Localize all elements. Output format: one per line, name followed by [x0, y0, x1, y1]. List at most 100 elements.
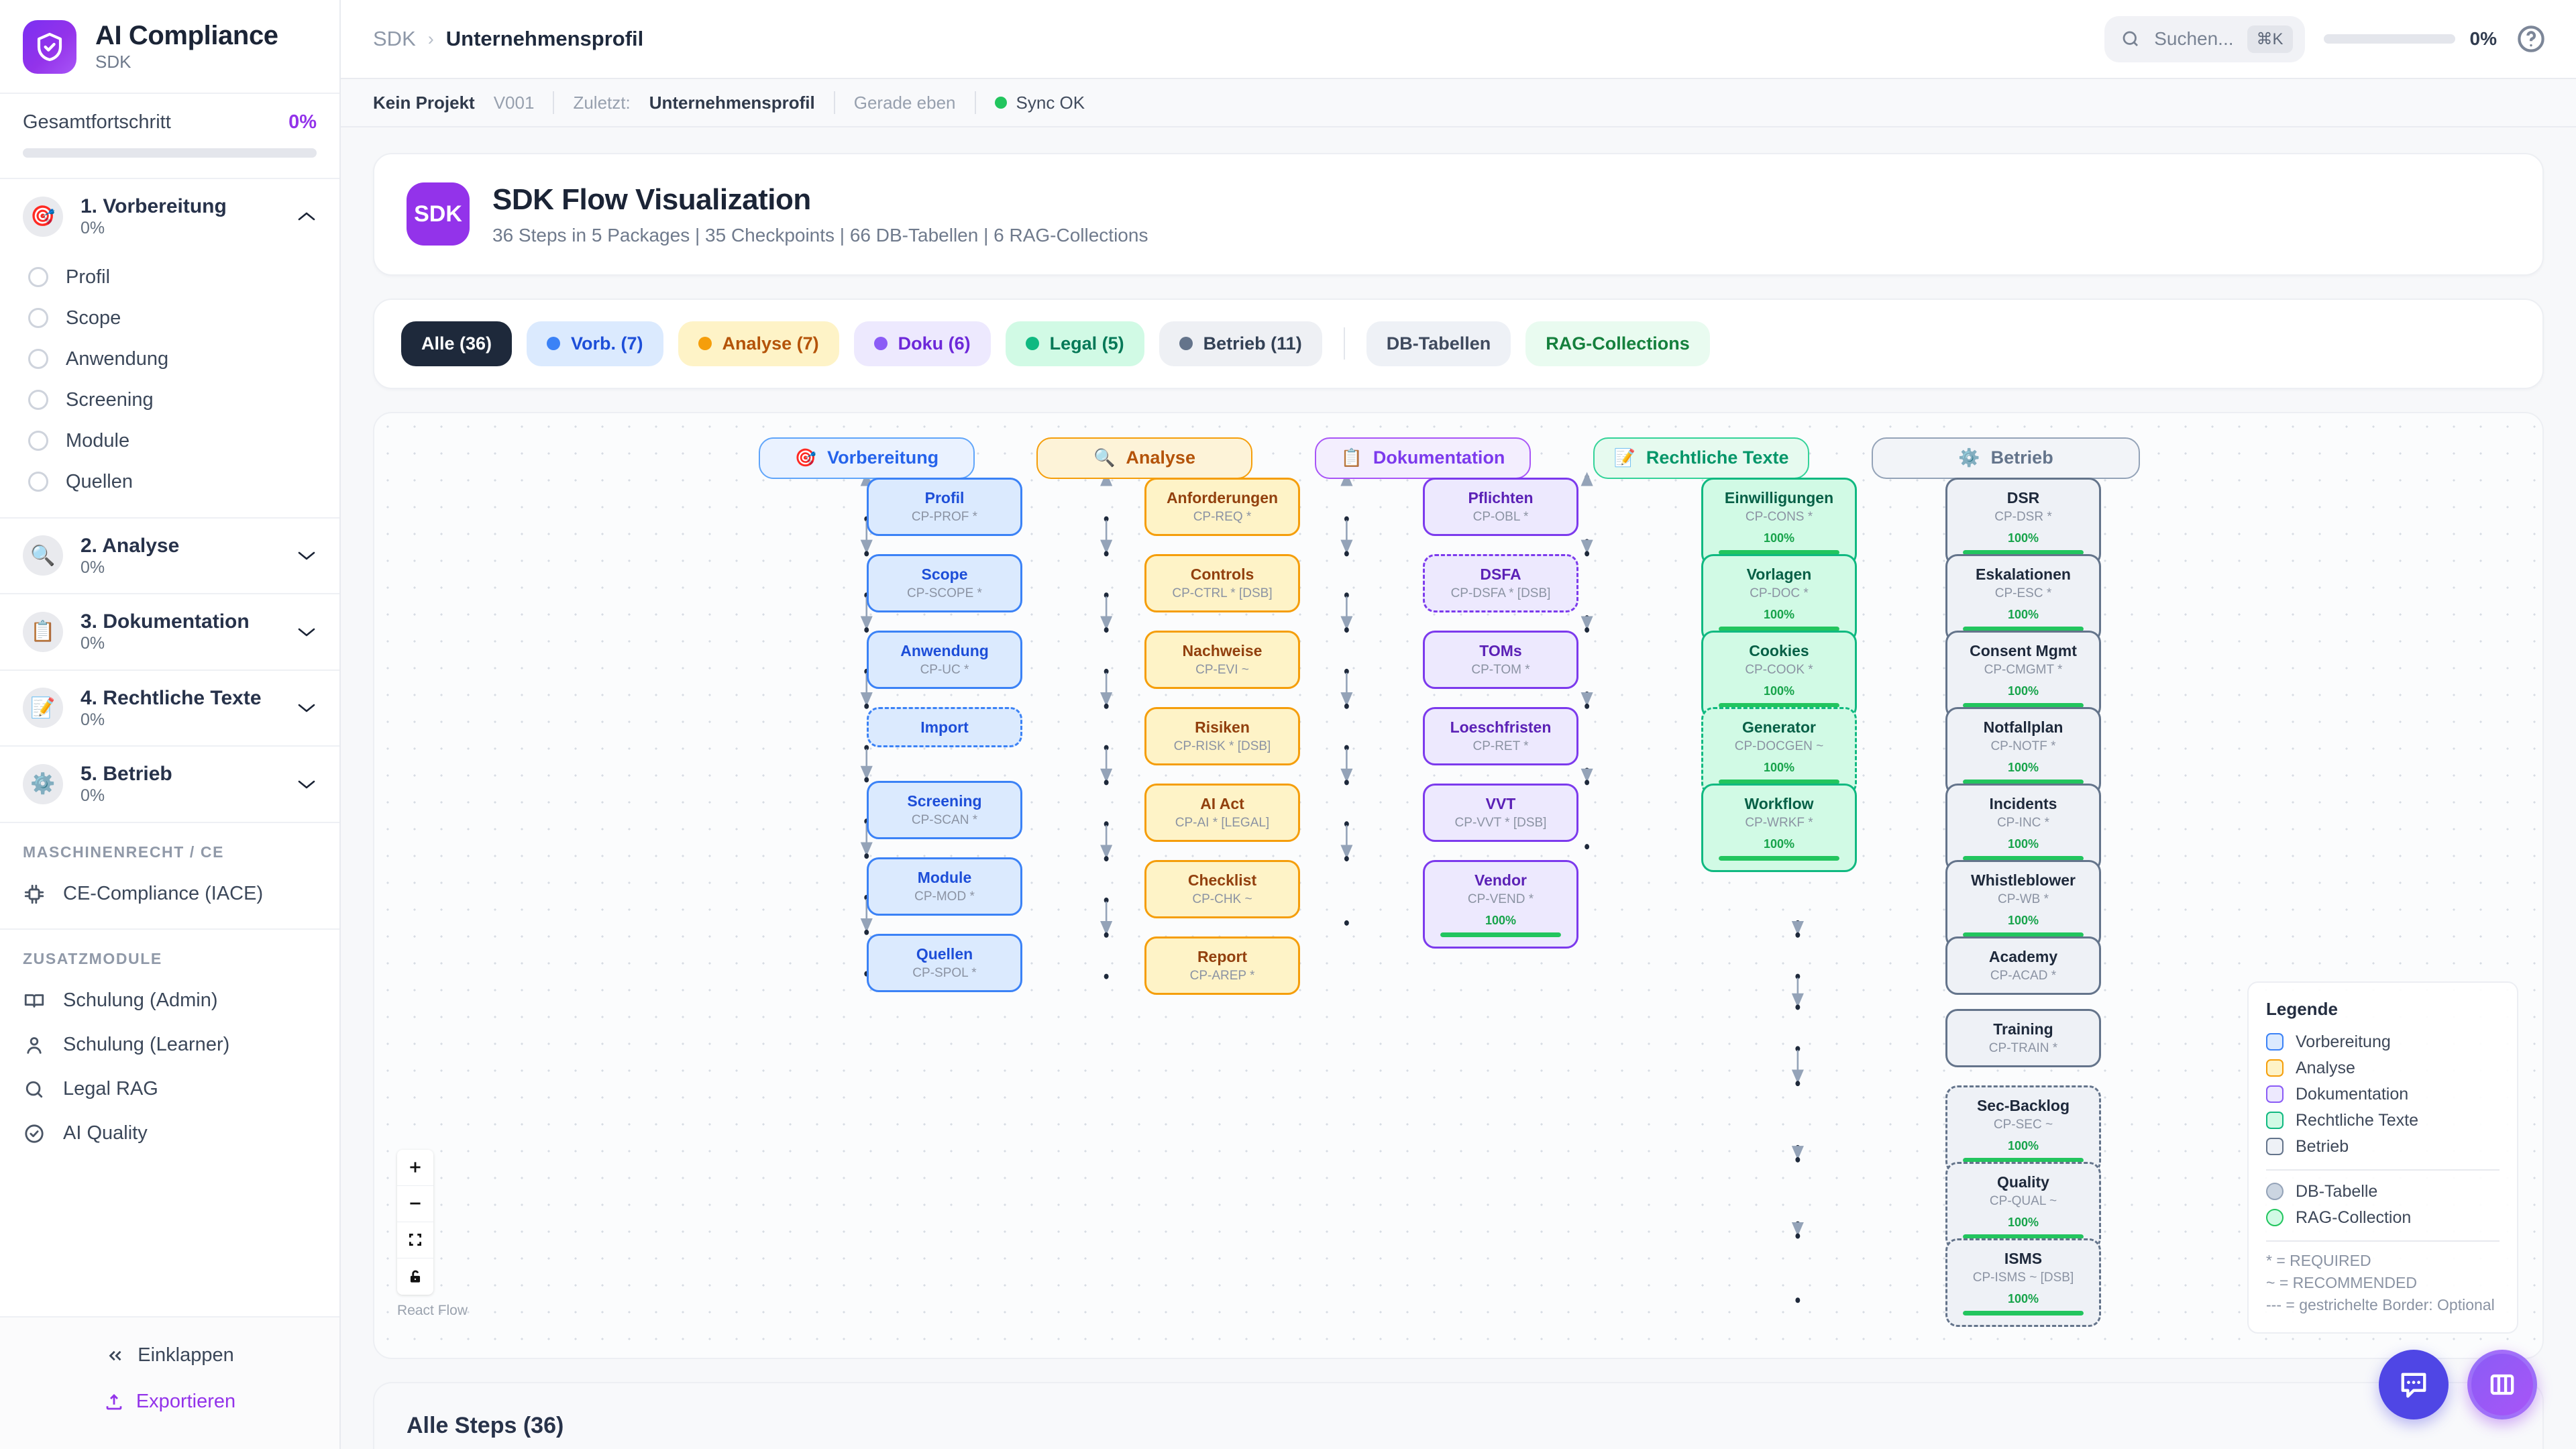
flow-group-g-betr[interactable]: ⚙️Betrieb: [1872, 437, 2140, 479]
node-code: CP-SEC ~: [1993, 1118, 2053, 1132]
sidebar-substep-quellen[interactable]: Quellen: [0, 462, 339, 502]
filter-chip-alle-36[interactable]: Alle (36): [401, 321, 513, 366]
substep-radio[interactable]: [28, 472, 48, 492]
sidebar-item-schulung-admin[interactable]: Schulung (Admin): [0, 979, 339, 1023]
sidebar-item-ai-quality[interactable]: AI Quality: [0, 1112, 339, 1156]
sidebar-substep-scope[interactable]: Scope: [0, 298, 339, 339]
flow-group-g-vorb[interactable]: 🎯Vorbereitung: [759, 437, 975, 479]
fit-view-button[interactable]: [397, 1222, 433, 1258]
substep-radio[interactable]: [28, 308, 48, 328]
substep-radio[interactable]: [28, 267, 48, 287]
breadcrumb-root[interactable]: SDK: [373, 27, 416, 50]
phase-emoji-icon: 🎯: [23, 196, 63, 237]
flow-group-g-doku[interactable]: 📋Dokumentation: [1315, 437, 1531, 479]
react-flow-attribution: React Flow: [397, 1302, 468, 1318]
search-input[interactable]: Suchen... ⌘K: [2104, 15, 2305, 62]
overall-progress-value: 0%: [288, 111, 317, 133]
filter-chip-betrieb-11[interactable]: Betrieb (11): [1159, 321, 1322, 366]
sidebar-item-schulung-learner[interactable]: Schulung (Learner): [0, 1023, 339, 1067]
export-button[interactable]: Exportieren: [0, 1379, 339, 1425]
lock-toggle-button[interactable]: [397, 1258, 433, 1295]
panel-fab[interactable]: [2467, 1350, 2537, 1419]
sidebar-item-legal-rag[interactable]: Legal RAG: [0, 1067, 339, 1112]
flow-group-g-ana[interactable]: 🔍Analyse: [1036, 437, 1252, 479]
substep-radio[interactable]: [28, 431, 48, 451]
chevron-down-icon[interactable]: [297, 626, 317, 638]
node-progress-bar: [1963, 703, 2084, 708]
node-progress-bar: [1963, 627, 2084, 632]
legend-title: Legende: [2266, 998, 2338, 1019]
flow-canvas[interactable]: 🎯Vorbereitung 🔍Analyse 📋Dokumentation 📝Rech…: [373, 411, 2544, 1359]
chevron-down-icon[interactable]: [297, 702, 317, 714]
node-code: CP-CTRL * [DSB]: [1172, 586, 1273, 601]
sidebar-item-ce-compliance-iace[interactable]: CE-Compliance (IACE): [0, 872, 339, 916]
sidebar: AI Compliance SDK Gesamtfortschritt 0% 🎯…: [0, 0, 341, 1449]
brand-header[interactable]: AI Compliance SDK: [0, 0, 339, 94]
filter-chip-db-tabellen[interactable]: DB-Tabellen: [1366, 321, 1511, 366]
legend-circle: [2266, 1209, 2284, 1227]
sidebar-substep-screening[interactable]: Screening: [0, 380, 339, 421]
collapse-sidebar-button[interactable]: Einklappen: [0, 1332, 339, 1379]
flow-node-import[interactable]: Import: [867, 706, 1022, 748]
filter-chip-vorb-7[interactable]: Vorb. (7): [527, 321, 663, 366]
substep-radio[interactable]: [28, 390, 48, 410]
sidebar-substep-anwendung[interactable]: Anwendung: [0, 339, 339, 380]
chevron-up-icon[interactable]: [297, 211, 317, 223]
substep-radio[interactable]: [28, 349, 48, 369]
flow-group-g-legal[interactable]: 📝Rechtliche Texte: [1593, 437, 1809, 479]
filter-chip-doku-6[interactable]: Doku (6): [853, 321, 991, 366]
chevron-down-icon[interactable]: [297, 549, 317, 561]
filter-chip-legal-5[interactable]: Legal (5): [1005, 321, 1144, 366]
filter-chip-rag-collections[interactable]: RAG-Collections: [1525, 321, 1710, 366]
help-button[interactable]: [2516, 23, 2546, 54]
zoom-out-button[interactable]: [397, 1186, 433, 1222]
filter-chip-analyse-7[interactable]: Analyse (7): [678, 321, 839, 366]
chat-fab[interactable]: [2379, 1350, 2449, 1419]
zoom-in-button[interactable]: [397, 1150, 433, 1186]
sidebar-substep-profil[interactable]: Profil: [0, 257, 339, 298]
node-code: CP-DSR *: [1994, 510, 2052, 525]
sidebar-substep-module[interactable]: Module: [0, 421, 339, 462]
chevron-down-icon[interactable]: [297, 778, 317, 790]
